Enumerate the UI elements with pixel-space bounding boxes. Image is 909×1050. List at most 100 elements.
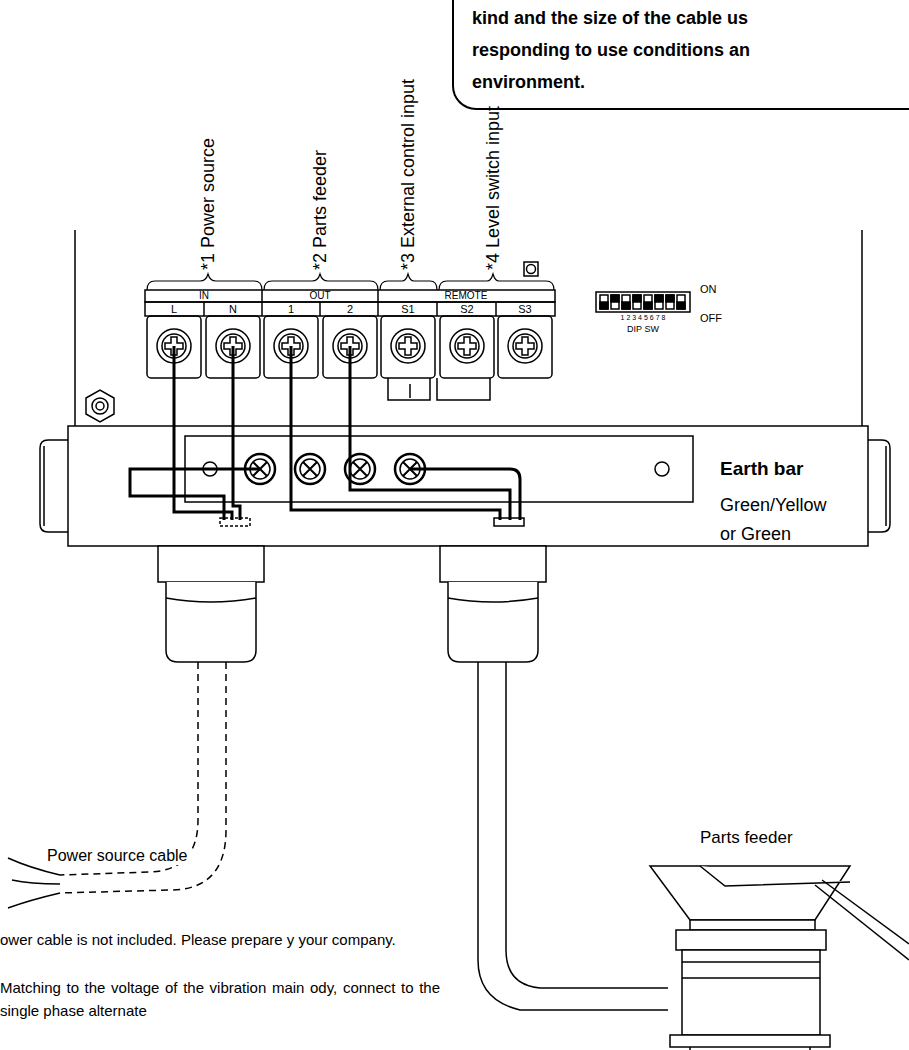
terminal-name: S3 <box>518 303 531 316</box>
earth-bar <box>655 462 669 476</box>
cable-connector <box>220 518 250 526</box>
cable-gland <box>448 598 538 602</box>
dip-toggle <box>600 295 608 309</box>
controller-housing <box>92 398 108 414</box>
dip-switch <box>596 292 690 312</box>
wire <box>291 346 500 520</box>
screw-terminal <box>450 329 484 363</box>
terminal-group: REMOTE <box>445 290 488 302</box>
parts-feeder <box>682 962 820 978</box>
controller-housing <box>96 402 104 410</box>
controller-housing <box>75 230 862 426</box>
note-box: kind and the size of the cable us respon… <box>452 0 909 110</box>
cable-gland <box>166 582 256 662</box>
terminal-name: S1 <box>401 303 414 316</box>
cable-wire-end <box>8 858 60 908</box>
terminal-block <box>388 378 490 400</box>
dip-toggle <box>622 295 630 309</box>
screw-terminal <box>498 316 552 378</box>
controller-housing <box>40 230 890 546</box>
screw-terminal <box>396 334 420 358</box>
controller-housing <box>68 426 868 546</box>
switch-state: OFF <box>700 312 722 325</box>
earth-screw <box>350 459 370 479</box>
parts-feeder <box>650 866 909 1050</box>
dip-toggle <box>622 302 630 309</box>
feeder-cable <box>478 662 668 1010</box>
cable-gland <box>166 598 256 602</box>
cable-connector <box>220 518 524 526</box>
dip-switch <box>600 295 685 309</box>
terminal-block <box>409 384 411 398</box>
terminal-name: N <box>229 303 237 316</box>
earth-screw <box>303 462 317 476</box>
dip-toggle <box>633 295 641 309</box>
terminal-name: S2 <box>460 303 473 316</box>
dip-switch <box>596 292 690 312</box>
terminal-group: IN <box>199 290 209 302</box>
dip-toggle <box>633 295 641 302</box>
terminal-block <box>145 302 555 316</box>
screw-terminal <box>458 337 476 355</box>
feeder-cable <box>478 662 668 1010</box>
bracket <box>264 274 378 290</box>
part-name: Power source cable <box>44 847 191 865</box>
parts-feeder <box>822 880 909 944</box>
terminal-name: L <box>171 303 177 316</box>
parts-feeder <box>682 950 820 1035</box>
callout-label: *3 External control input <box>398 79 419 270</box>
parts-feeder <box>815 885 909 960</box>
cable-gland <box>158 546 264 582</box>
screw-terminal <box>513 334 537 358</box>
dip-toggle <box>677 295 685 309</box>
screw-terminal <box>381 316 435 378</box>
terminal-group: OUT <box>309 290 330 302</box>
earth-screw <box>295 454 325 484</box>
callout-label: *2 Parts feeder <box>310 150 331 270</box>
dip-toggle <box>677 295 685 309</box>
bracket <box>439 274 554 290</box>
switch-name: DIP SW <box>627 324 659 334</box>
note-text: kind and the size of the cable us respon… <box>472 2 822 98</box>
terminal-name: 1 <box>288 303 294 316</box>
wire <box>350 346 510 520</box>
screw-terminal <box>399 337 417 355</box>
power-cable <box>60 662 198 875</box>
parts-feeder <box>700 866 850 886</box>
screw-terminal <box>516 337 534 355</box>
terminal-block <box>204 290 496 316</box>
screw-terminal <box>440 316 494 378</box>
dip-toggle <box>611 295 619 309</box>
switch-state: ON <box>700 283 717 296</box>
parts-feeder <box>690 1047 810 1050</box>
dip-toggle <box>644 295 652 309</box>
dip-toggle <box>655 295 663 302</box>
screw-terminal <box>391 329 425 363</box>
cable-gland <box>440 546 546 582</box>
wire-color: or Green <box>720 524 791 545</box>
wire-color: Green/Yellow <box>720 495 826 516</box>
screw-terminal <box>455 334 479 358</box>
controller-housing <box>524 262 538 276</box>
parts-feeder <box>676 930 826 950</box>
part-name: Earth bar <box>720 458 803 480</box>
earth-screw <box>300 459 320 479</box>
parts-feeder <box>690 920 815 930</box>
note-text: ower cable is not included. Please prepa… <box>0 928 440 951</box>
part-name: Parts feeder <box>700 828 793 848</box>
bracket <box>147 274 554 290</box>
bracket <box>147 274 262 290</box>
dip-toggle <box>600 295 608 309</box>
dip-toggle <box>677 302 685 309</box>
switch-number: 1 2 3 4 5 6 7 8 <box>621 314 666 322</box>
cable-wire-end <box>8 893 60 908</box>
screw-terminal <box>381 316 435 378</box>
earth-screw <box>295 454 325 484</box>
wire <box>130 346 520 520</box>
screw-terminal <box>508 329 542 363</box>
earth-screw <box>353 462 367 476</box>
bracket <box>380 274 437 290</box>
dip-toggle <box>666 295 674 302</box>
cable-gland <box>448 582 538 662</box>
dip-toggle <box>611 295 619 309</box>
